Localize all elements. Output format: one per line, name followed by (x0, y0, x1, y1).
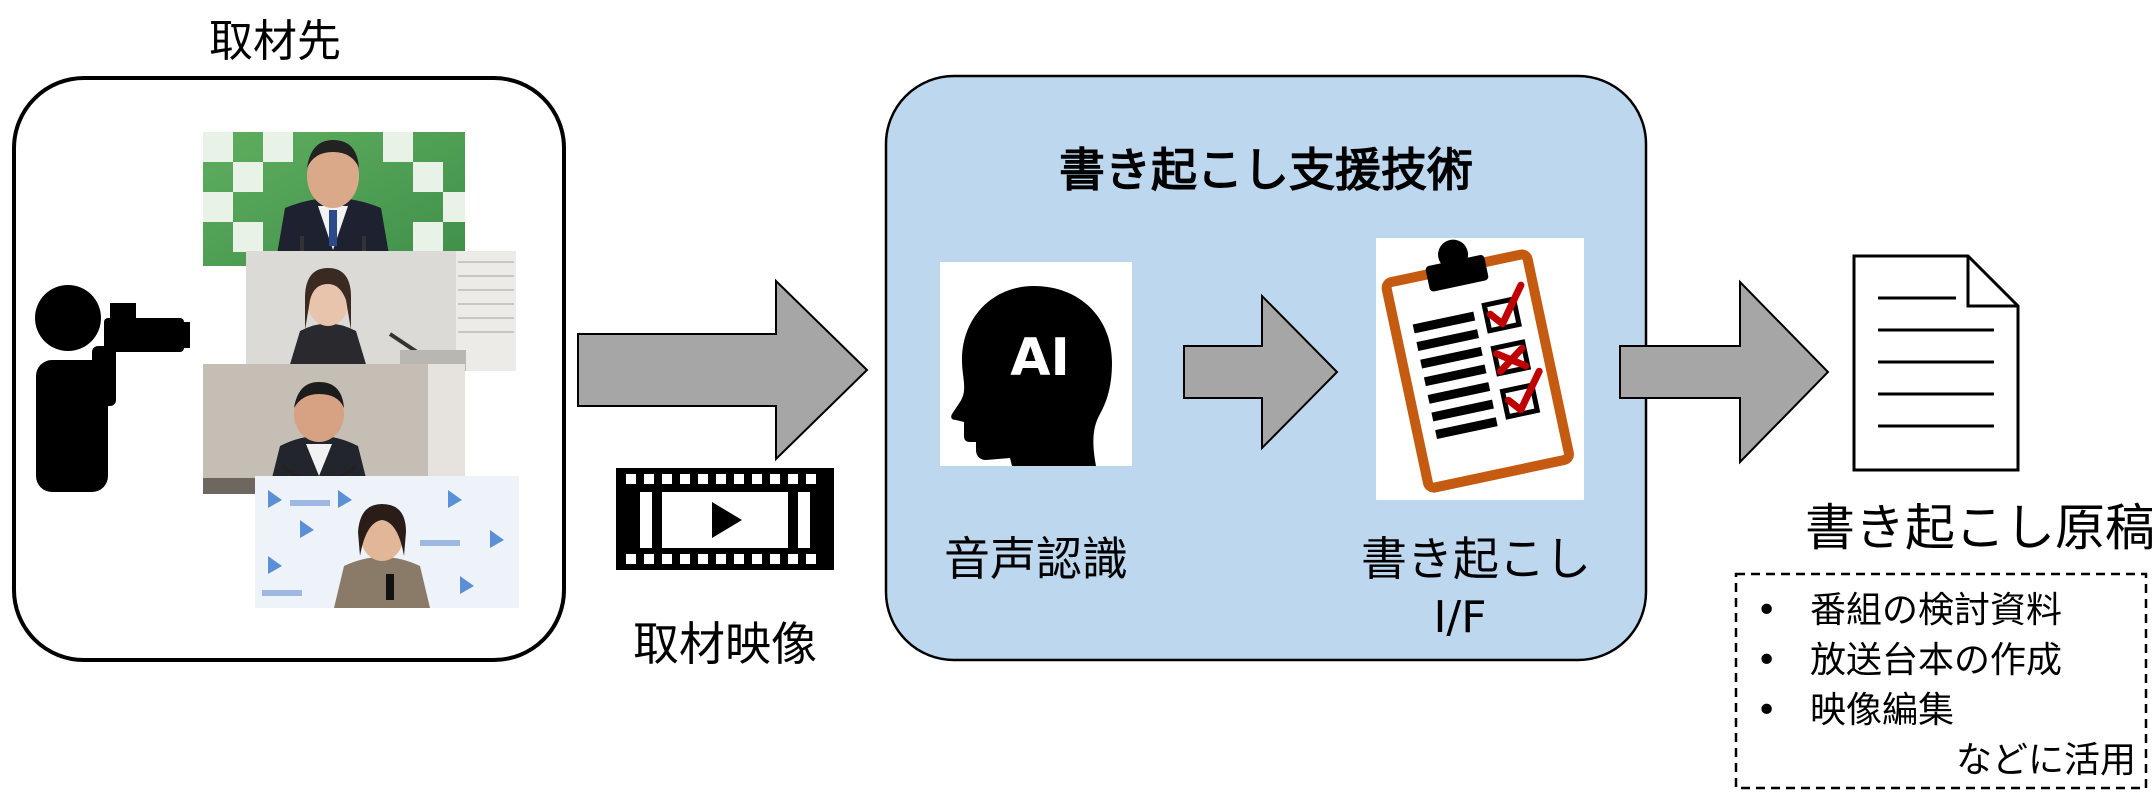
film-strip-icon (616, 468, 834, 570)
document-icon (1852, 254, 2020, 472)
press-conference-photo-4 (255, 476, 519, 608)
uses-item: 映像編集 (1810, 690, 1954, 731)
arrow-support-to-output (1619, 279, 1830, 465)
uses-bullet: • (1756, 690, 1777, 731)
interface-label-line1: 書き起こし (1361, 532, 1591, 586)
uses-list: • 番組の検討資料 • 放送台本の作成 • 映像編集 などに活用 (1756, 590, 2136, 781)
uses-note: などに活用 (1956, 740, 2136, 781)
camera-operator-icon (35, 285, 190, 492)
uses-bullet: • (1756, 640, 1777, 681)
press-conference-photo-2 (246, 251, 516, 371)
ai-head-text: AI (1010, 328, 1070, 388)
output-title: 書き起こし原稿 (1805, 499, 2152, 557)
arrow-ai-to-interface (1183, 293, 1339, 451)
clipboard-checklist-icon (1376, 238, 1584, 500)
arrow-source-to-support (577, 278, 869, 462)
footage-label: 取材映像 (633, 617, 817, 671)
interface-label-line2: I/F (1433, 592, 1486, 643)
support-title: 書き起こし支援技術 (1059, 143, 1473, 197)
ai-head-icon: AI (940, 262, 1132, 466)
speech-recognition-label: 音声認識 (944, 532, 1128, 586)
uses-bullet: • (1756, 590, 1777, 631)
uses-item: 番組の検討資料 (1810, 590, 2062, 631)
uses-item: 放送台本の作成 (1810, 640, 2062, 681)
press-conference-photo-1 (203, 132, 465, 266)
uses-box (1734, 572, 2148, 790)
source-title: 取材先 (209, 16, 341, 67)
press-conference-photo-3 (203, 364, 465, 494)
